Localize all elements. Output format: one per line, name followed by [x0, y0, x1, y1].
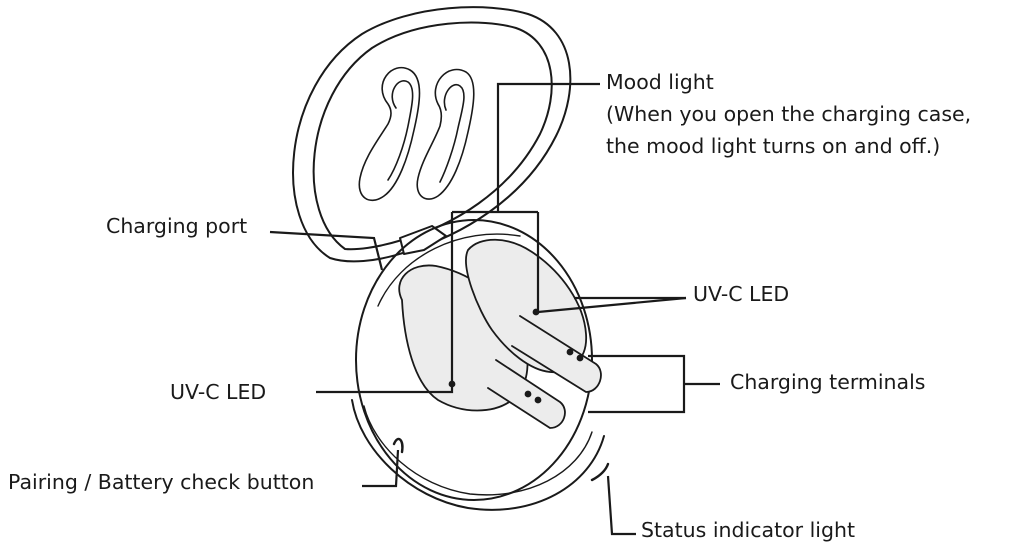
- callout-uvc-left: [316, 230, 454, 394]
- label-mood-light: Mood light: [606, 70, 714, 94]
- label-mood-light-note-2: the mood light turns on and off.): [606, 134, 941, 158]
- label-pairing-battery-button: Pairing / Battery check button: [8, 470, 315, 494]
- label-uvc-led-right: UV-C LED: [693, 282, 790, 306]
- label-charging-terminals: Charging terminals: [730, 370, 926, 394]
- callout-status-indicator: [606, 475, 636, 536]
- earbuds: [398, 238, 602, 429]
- lid-earbud-recesses: [358, 67, 475, 202]
- label-mood-light-note-1: (When you open the charging case,: [606, 102, 972, 126]
- case-base: [351, 219, 610, 511]
- callout-mood-light: [496, 82, 600, 188]
- status-light-shape: [590, 462, 610, 482]
- case-lid: [292, 6, 572, 263]
- callout-pairing: [362, 449, 400, 488]
- label-status-indicator-light: Status indicator light: [641, 518, 856, 542]
- callout-charging-port: [269, 230, 384, 271]
- callout-uvc-right: [536, 230, 687, 314]
- label-uvc-led-left: UV-C LED: [170, 380, 267, 404]
- pairing-button-shape: [392, 437, 404, 454]
- label-charging-port: Charging port: [106, 214, 248, 238]
- callout-charging-terminals: [588, 354, 686, 414]
